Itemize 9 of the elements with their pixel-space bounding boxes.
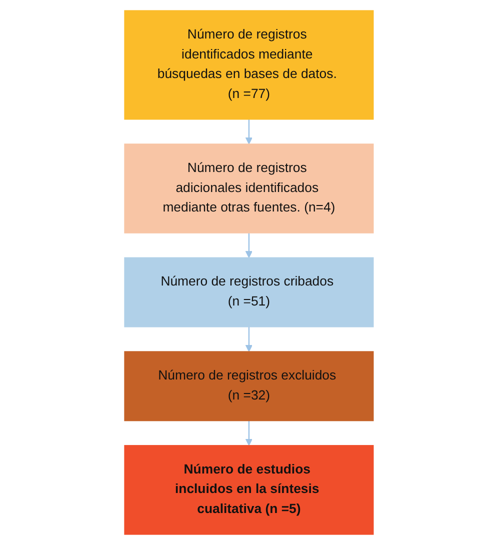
arrow [245,420,253,446]
arrow [245,326,253,352]
arrow [245,232,253,258]
node-box: Número de estudios incluidos en la síntesis cualitativa (n =5) [124,445,374,535]
arrow [245,119,253,144]
node-box: Número de registros excluidos (n =32) [124,351,374,422]
node-box: Número de registros cribados (n =51) [124,257,374,328]
node-box: Número de registros adicionales identificados mediante otras fuentes. (n=4) [124,144,374,234]
node-box: Número de registros identificados mediante búsquedas en bases de datos. (n =77) [124,10,374,120]
